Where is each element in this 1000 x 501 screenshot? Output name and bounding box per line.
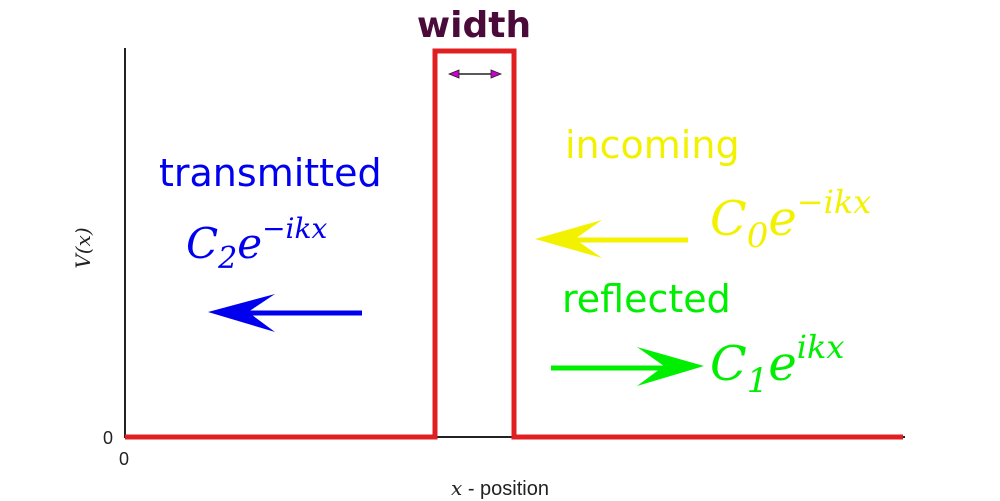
x-axis-label: x - position [451,476,549,500]
x-axis-zero: 0 [119,449,129,469]
incoming-label: incoming [565,123,740,167]
incoming-equation: C0e−ikx [710,183,871,256]
reflected-equation: C1eikx [710,328,844,401]
reflected-label: reflected [562,277,731,321]
arrow-left-icon [208,294,362,332]
potential-barrier [125,48,903,440]
arrow-left-icon [535,220,688,258]
transmitted-equation: C2e−ikx [186,212,327,276]
y-axis-label: V(x) [71,227,95,268]
double-arrow-icon [447,69,503,79]
y-axis-zero: 0 [103,428,113,448]
arrow-right-icon [551,347,704,386]
transmitted-label: transmitted [159,151,382,195]
width-label: width [417,5,531,46]
